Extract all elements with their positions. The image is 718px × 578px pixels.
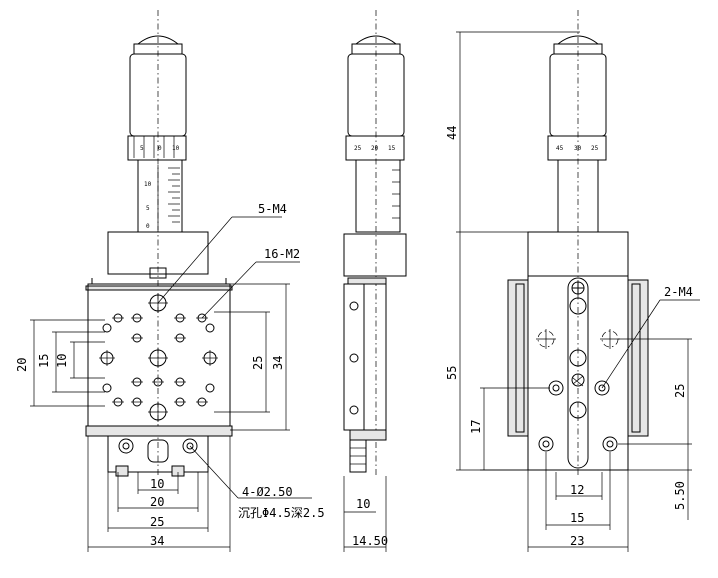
top-view: 45 30 25 4 — [445, 10, 700, 552]
dim-top-23: 23 — [570, 534, 584, 548]
dim-front-15: 15 — [37, 354, 51, 368]
stage-top-rail — [85, 285, 233, 291]
front-leaders — [157, 216, 312, 499]
front-right-dims — [214, 283, 290, 431]
dim-front-10-bottom: 10 — [150, 477, 164, 491]
dim-front-25-bottom: 25 — [150, 515, 164, 529]
side-stage-plate — [343, 283, 365, 431]
side-stage-carriage — [363, 283, 387, 431]
thimble-label: 45 — [556, 145, 564, 152]
center-slot — [567, 277, 589, 469]
sleeve-scale-label: 5 — [146, 205, 150, 212]
sleeve-scale-label: 0 — [146, 223, 150, 230]
thimble-label: 25 — [354, 145, 362, 152]
callout-2-m4: 2-M4 — [664, 285, 693, 299]
thimble-label: 10 — [172, 145, 180, 152]
thimble-label: 30 — [574, 145, 582, 152]
callout-5-m4: 5-M4 — [258, 202, 287, 216]
right-guide-rail — [627, 279, 649, 437]
thimble-label: 25 — [591, 145, 599, 152]
side-bottom-dims — [343, 476, 387, 552]
thimble-label: 0 — [158, 145, 162, 152]
dim-front-34-right: 34 — [271, 356, 285, 370]
dim-front-20: 20 — [15, 358, 29, 372]
side-clamp-block — [343, 233, 407, 277]
dim-top-5-50: 5.50 — [673, 481, 687, 510]
clamp-block — [107, 231, 209, 275]
dim-top-55: 55 — [445, 366, 459, 380]
stage-lower-rail — [85, 425, 233, 437]
dim-side-10: 10 — [356, 497, 370, 511]
front-view: 5 0 10 0 5 10 — [15, 10, 325, 552]
side-sleeve — [355, 159, 401, 233]
side-view: 25 20 15 10 14.50 — [343, 10, 407, 552]
dim-top-12: 12 — [570, 483, 584, 497]
thimble-label: 5 — [140, 145, 144, 152]
dim-front-20-bottom: 20 — [150, 495, 164, 509]
leader-2-m4 — [601, 299, 661, 389]
spindle-tip — [149, 267, 167, 279]
dim-front-34-bottom: 34 — [150, 534, 164, 548]
dim-top-25: 25 — [673, 384, 687, 398]
top-right-dims — [618, 338, 692, 520]
top-bottom-dims — [527, 452, 629, 552]
thimble-label: 20 — [371, 145, 379, 152]
dim-top-15: 15 — [570, 511, 584, 525]
callout-16-m2: 16-M2 — [264, 247, 300, 261]
sleeve-scale-label: 10 — [144, 181, 152, 188]
front-bottom-dims — [87, 436, 231, 552]
dim-top-17: 17 — [469, 420, 483, 434]
left-guide-rail — [507, 279, 529, 437]
micrometer-sleeve — [137, 159, 183, 233]
thimble-label: 15 — [388, 145, 396, 152]
dim-top-44: 44 — [445, 126, 459, 140]
hole-pattern — [99, 293, 218, 422]
callout-counterbore: 沉孔Φ4.5深2.5 — [238, 506, 325, 520]
top-left-dims — [456, 31, 580, 471]
stage-plate — [87, 283, 231, 431]
base-plate — [107, 435, 209, 473]
dim-side-14-50: 14.50 — [352, 534, 388, 548]
dim-front-10: 10 — [55, 354, 69, 368]
callout-thru-hole: 4-Ø2.50 — [242, 485, 293, 499]
front-left-dims — [30, 319, 105, 407]
dim-front-25-right: 25 — [251, 356, 265, 370]
